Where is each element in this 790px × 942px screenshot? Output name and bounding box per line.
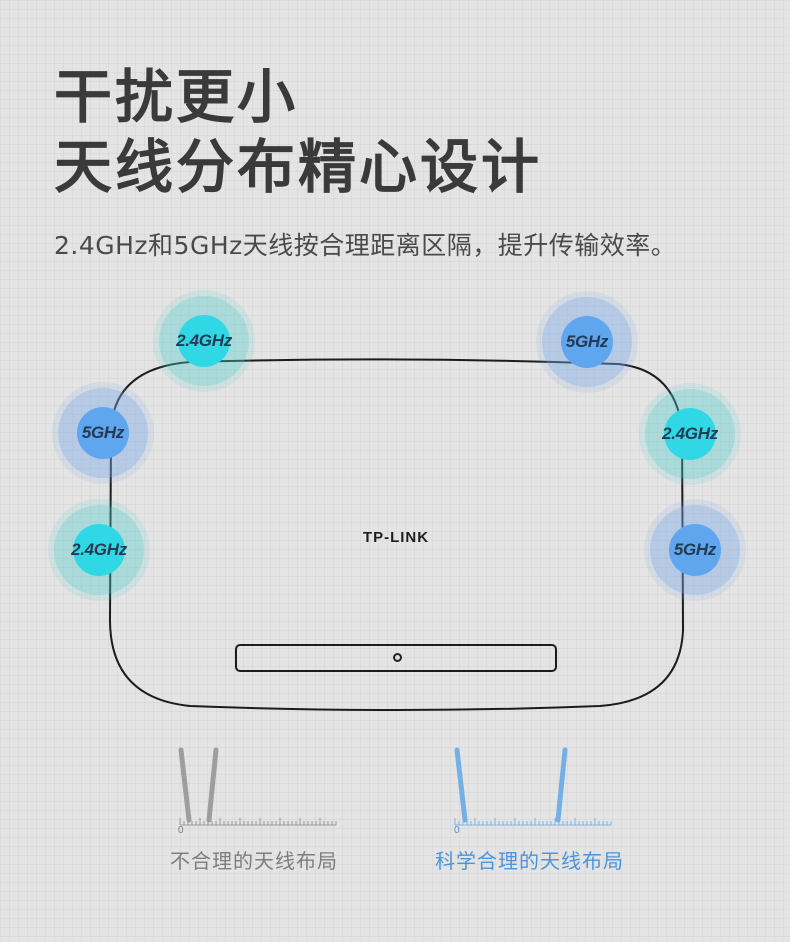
antenna-right-upper: 2.4GHz bbox=[645, 389, 735, 479]
antenna-core: 5GHz bbox=[669, 524, 721, 576]
antenna-band-label: 5GHz bbox=[565, 332, 609, 351]
router-illustration: 2.4GHz 5GHz 5GHz 2.4GHz 2.4GHz 5GHz TP-L… bbox=[0, 280, 790, 730]
comparison-good-layout: 0 科学合理的天线布局 bbox=[435, 745, 665, 880]
led-strip bbox=[235, 644, 557, 672]
axis-zero-label: 0 bbox=[178, 825, 184, 836]
antenna-core: 5GHz bbox=[561, 316, 613, 368]
router-body bbox=[108, 358, 685, 711]
axis-zero-label: 0 bbox=[454, 825, 460, 836]
comparison-bad-layout: 0 不合理的天线布局 bbox=[170, 745, 400, 880]
antenna-band-label: 2.4GHz bbox=[71, 540, 127, 559]
antenna-band-label: 2.4GHz bbox=[662, 424, 718, 443]
subtitle: 2.4GHz和5GHz天线按合理距离区隔，提升传输效率。 bbox=[54, 231, 677, 260]
antenna-left-upper: 5GHz bbox=[58, 388, 148, 478]
antenna-band-label: 5GHz bbox=[673, 540, 717, 559]
antenna-top-right: 5GHz bbox=[542, 297, 632, 387]
comparison-caption-good: 科学合理的天线布局 bbox=[435, 849, 624, 873]
bad-antenna-diagram bbox=[178, 747, 337, 826]
antenna-core: 5GHz bbox=[77, 407, 129, 459]
antenna-right-lower: 5GHz bbox=[650, 505, 740, 595]
power-icon bbox=[393, 653, 402, 662]
antenna-left-lower: 2.4GHz bbox=[54, 505, 144, 595]
antenna-core: 2.4GHz bbox=[176, 315, 232, 367]
comparison-caption-bad: 不合理的天线布局 bbox=[170, 849, 338, 873]
antenna-top-left: 2.4GHz bbox=[159, 296, 249, 386]
good-antenna-diagram bbox=[454, 747, 612, 826]
antenna-band-label: 2.4GHz bbox=[176, 331, 232, 350]
brand-logo: TP-LINK bbox=[362, 529, 430, 546]
headline: 干扰更小 天线分布精心设计 bbox=[54, 62, 542, 202]
headline-line-2: 天线分布精心设计 bbox=[54, 133, 543, 201]
antenna-band-label: 5GHz bbox=[81, 423, 125, 442]
antenna-core: 2.4GHz bbox=[71, 524, 127, 576]
headline-line-1: 干扰更小 bbox=[54, 63, 299, 131]
antenna-core: 2.4GHz bbox=[662, 408, 718, 460]
